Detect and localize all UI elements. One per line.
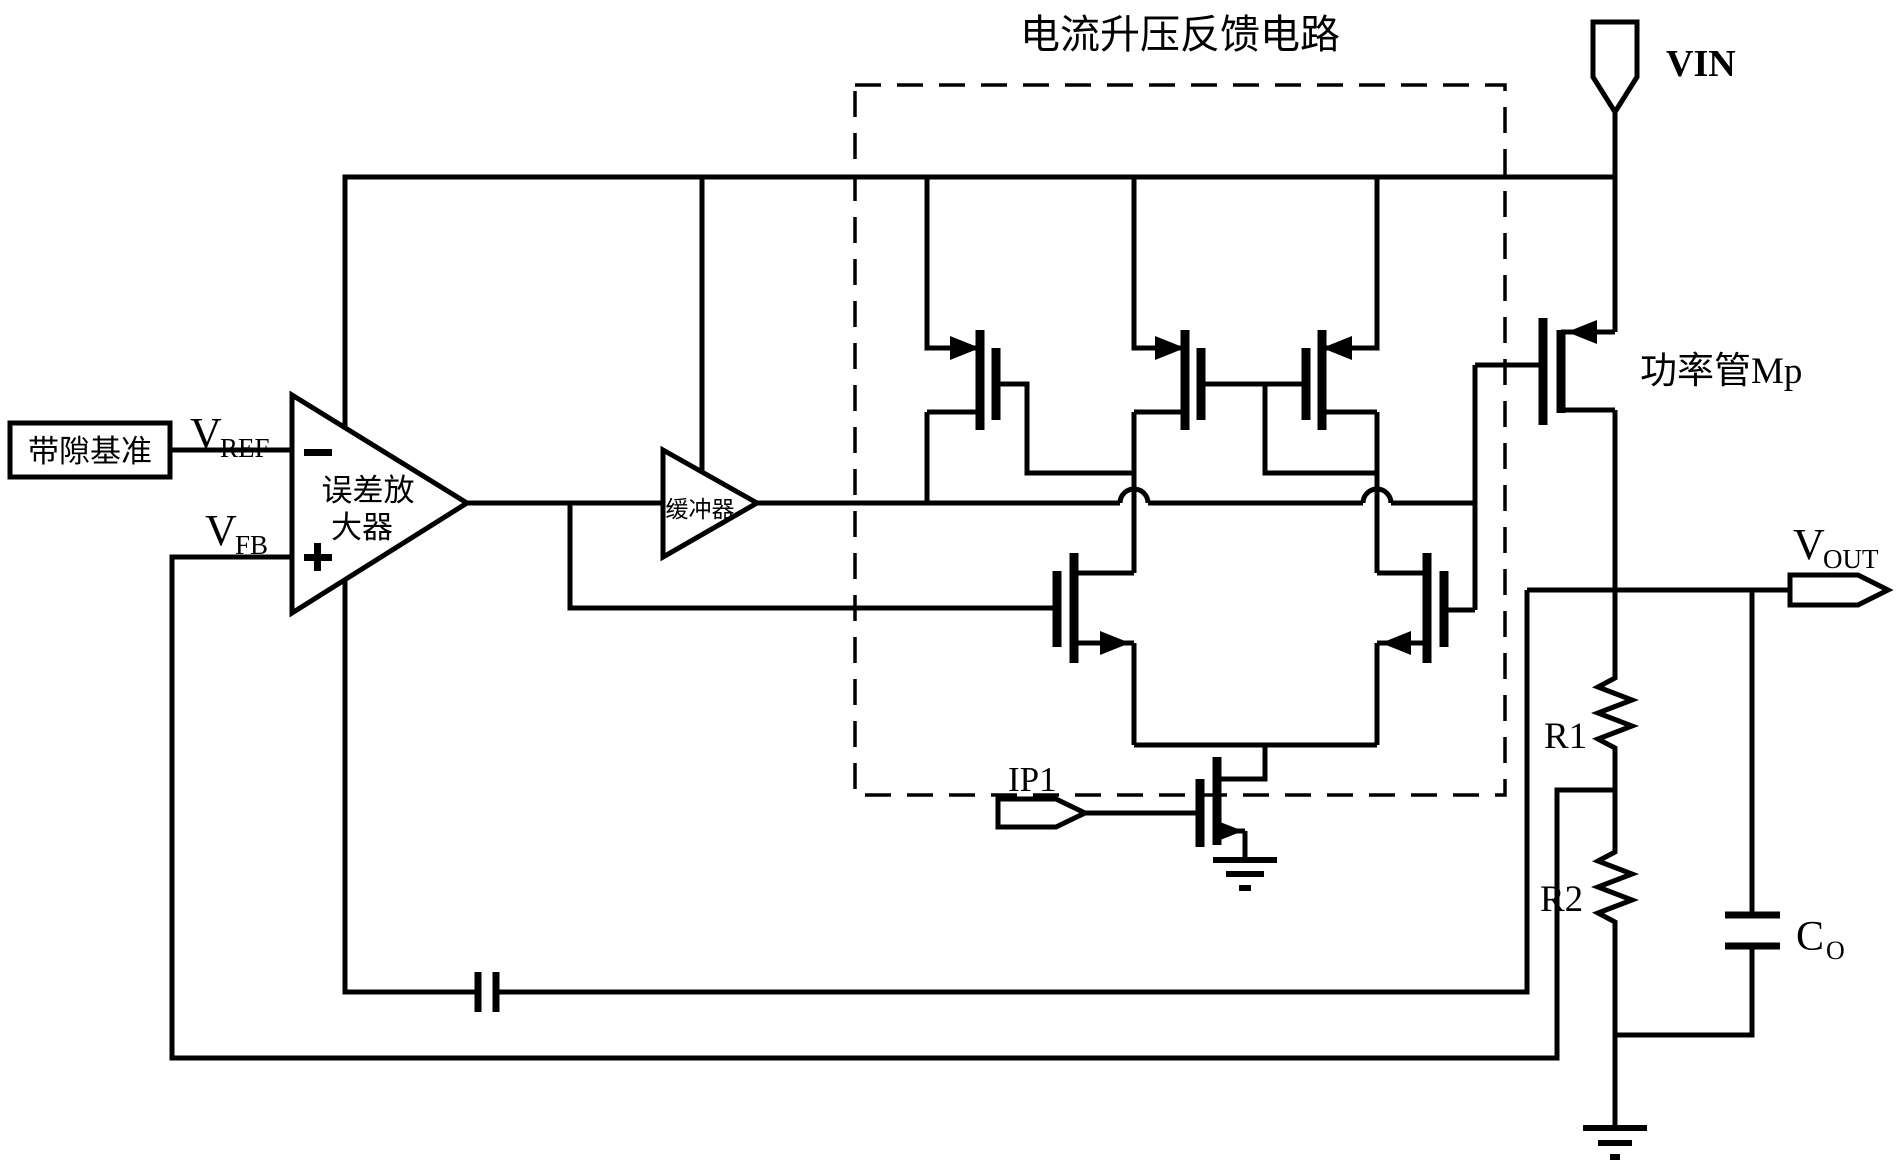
ground-icon [1213,857,1277,891]
dashed-box-title: 电流升压反馈电路 [1020,12,1340,57]
power-fet-label: 功率管Mp [1640,350,1802,392]
nmos1-source-arrow-icon [1100,631,1130,655]
output-capacitor [1615,590,1780,1038]
buffer-output-bus [757,365,1478,610]
vfb-label: V [205,506,237,555]
current-boost-feedback-dashed-box [853,83,1507,797]
buffer-block [660,445,763,562]
vfb-feedback-wire [169,554,1615,1061]
buffer-label: 缓冲器 [666,497,735,522]
error-amp-label-line1: 误差放 [322,473,415,508]
compensation-capacitor-path [342,580,1530,1012]
co-label: C [1796,914,1824,960]
vout-label: V [1793,520,1825,569]
vin-label: VIN [1666,43,1736,85]
co-subscript: O [1826,936,1845,965]
vout-subscript: OUT [1823,544,1879,574]
ip1-terminal-icon [995,796,1091,830]
error-amp-label-line2: 大器 [331,510,393,545]
nmos1-gate-wire [567,503,1057,611]
r2-label: R2 [1540,879,1583,920]
pmos3-source-arrow-icon [1322,336,1352,360]
vref-label: V [190,409,222,458]
minus-input-icon [304,449,332,456]
ip1-nmos-source-arrow-icon [1215,820,1243,842]
nmos2-source-arrow-icon [1381,631,1411,655]
nmos-pair-left [1052,553,1137,745]
nmos-pair-right [1374,553,1475,745]
pmos-mirror-3 [1265,177,1380,573]
pmos2-source-arrow-icon [1155,336,1185,360]
tail-current-source [995,742,1377,891]
vin-terminal-icon [1590,19,1640,117]
output-node [1527,572,1894,608]
r1-label: R1 [1544,716,1587,757]
vfb-subscript: FB [235,530,268,560]
pmos-mirror-2 [1131,177,1377,573]
error-amplifier [169,390,1615,1061]
bandgap-reference-block [7,420,292,480]
vref-subscript: REF [220,433,270,463]
vin-rail [342,19,1640,471]
ground-icon [1583,1125,1647,1160]
power-pmos-mp [1475,318,1618,590]
vout-terminal-icon [1787,572,1894,608]
bandgap-label: 带隙基准 [28,434,152,469]
r1-r2-resistors [1590,590,1640,1128]
mp-source-arrow-icon [1567,320,1597,344]
feedback-divider [1583,590,1647,1160]
pmos1-source-arrow-icon [950,336,980,360]
pmos-mirror-1 [924,177,1134,503]
ip1-label: IP1 [1008,760,1057,799]
